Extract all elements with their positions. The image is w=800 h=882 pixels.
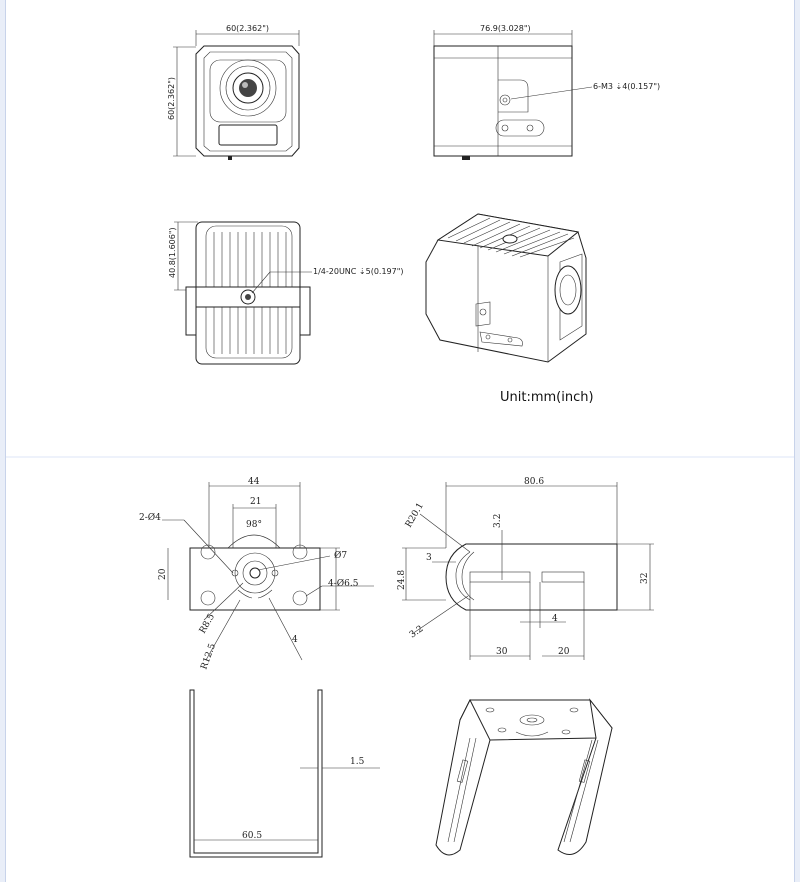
right-frame-bar: [794, 0, 800, 882]
section-divider: [6, 456, 794, 458]
bottom-height-label: 40.8(1.606"): [168, 227, 177, 278]
bracket-center-hole-label: Ø7: [334, 550, 347, 561]
bracket-slot-length-b-label: 20: [558, 647, 570, 657]
front-height-label: 60(2.362"): [167, 77, 176, 120]
bracket-inner-spacing-label: 21: [250, 497, 261, 507]
bracket-top-view: 44 21 98° 20 2-Ø4: [139, 477, 374, 671]
bracket-slot-span-label: 24.8: [397, 570, 407, 590]
unit-label: Unit:mm(inch): [500, 390, 594, 405]
bracket-isometric-view: [435, 698, 613, 856]
front-width-label: 60(2.362"): [226, 24, 269, 33]
bracket-front-view: 1.5 60.5: [189, 689, 380, 858]
camera-isometric-view: [425, 213, 587, 363]
side-holes-label: 6-M3 ⇣4(0.157"): [593, 82, 660, 91]
bracket-height-label: 32: [640, 573, 650, 584]
bracket-slot-length-a-label: 30: [496, 647, 508, 657]
bracket-outer-spacing-label: 44: [248, 477, 260, 487]
bracket-bend-radius-label: R20.1: [404, 501, 426, 529]
bracket-slot-holes-label: 2-Ø4: [139, 512, 161, 523]
left-frame-bar: [0, 0, 6, 882]
camera-side-view: 76.9(3.028") 6-M3 ⇣4(0.157"): [433, 24, 660, 160]
bracket-angle-label: 98°: [246, 520, 262, 530]
bracket-corner-holes-label: 4-Ø6.5: [328, 578, 359, 589]
bracket-slot-width-label: 3: [426, 553, 432, 563]
bracket-gap-label: 4: [552, 614, 558, 624]
bracket-inner-radius-label: R8.5: [198, 612, 217, 636]
bracket-side-view: 80.6 3.2 R20.1 3 24.8 32 3.2 4: [397, 477, 654, 660]
bracket-slot-offset-label: 4: [292, 635, 298, 645]
camera-front-view: 60(2.362") 60(2.362"): [167, 24, 300, 160]
tripod-thread-label: 1/4-20UNC ⇣5(0.197"): [313, 267, 404, 276]
bracket-top-offset-label: 3.2: [493, 514, 503, 528]
bracket-outer-radius-label: R12.5: [199, 642, 218, 671]
bracket-total-length-label: 80.6: [524, 477, 544, 487]
side-depth-label: 76.9(3.028"): [480, 24, 531, 33]
bracket-base-width-label: 20: [158, 568, 168, 580]
bracket-inner-width-label: 60.5: [242, 831, 262, 841]
camera-bottom-view: 40.8(1.606") 1/4-20UNC ⇣5(0: [168, 221, 404, 365]
bracket-thickness-label: 1.5: [350, 757, 365, 767]
